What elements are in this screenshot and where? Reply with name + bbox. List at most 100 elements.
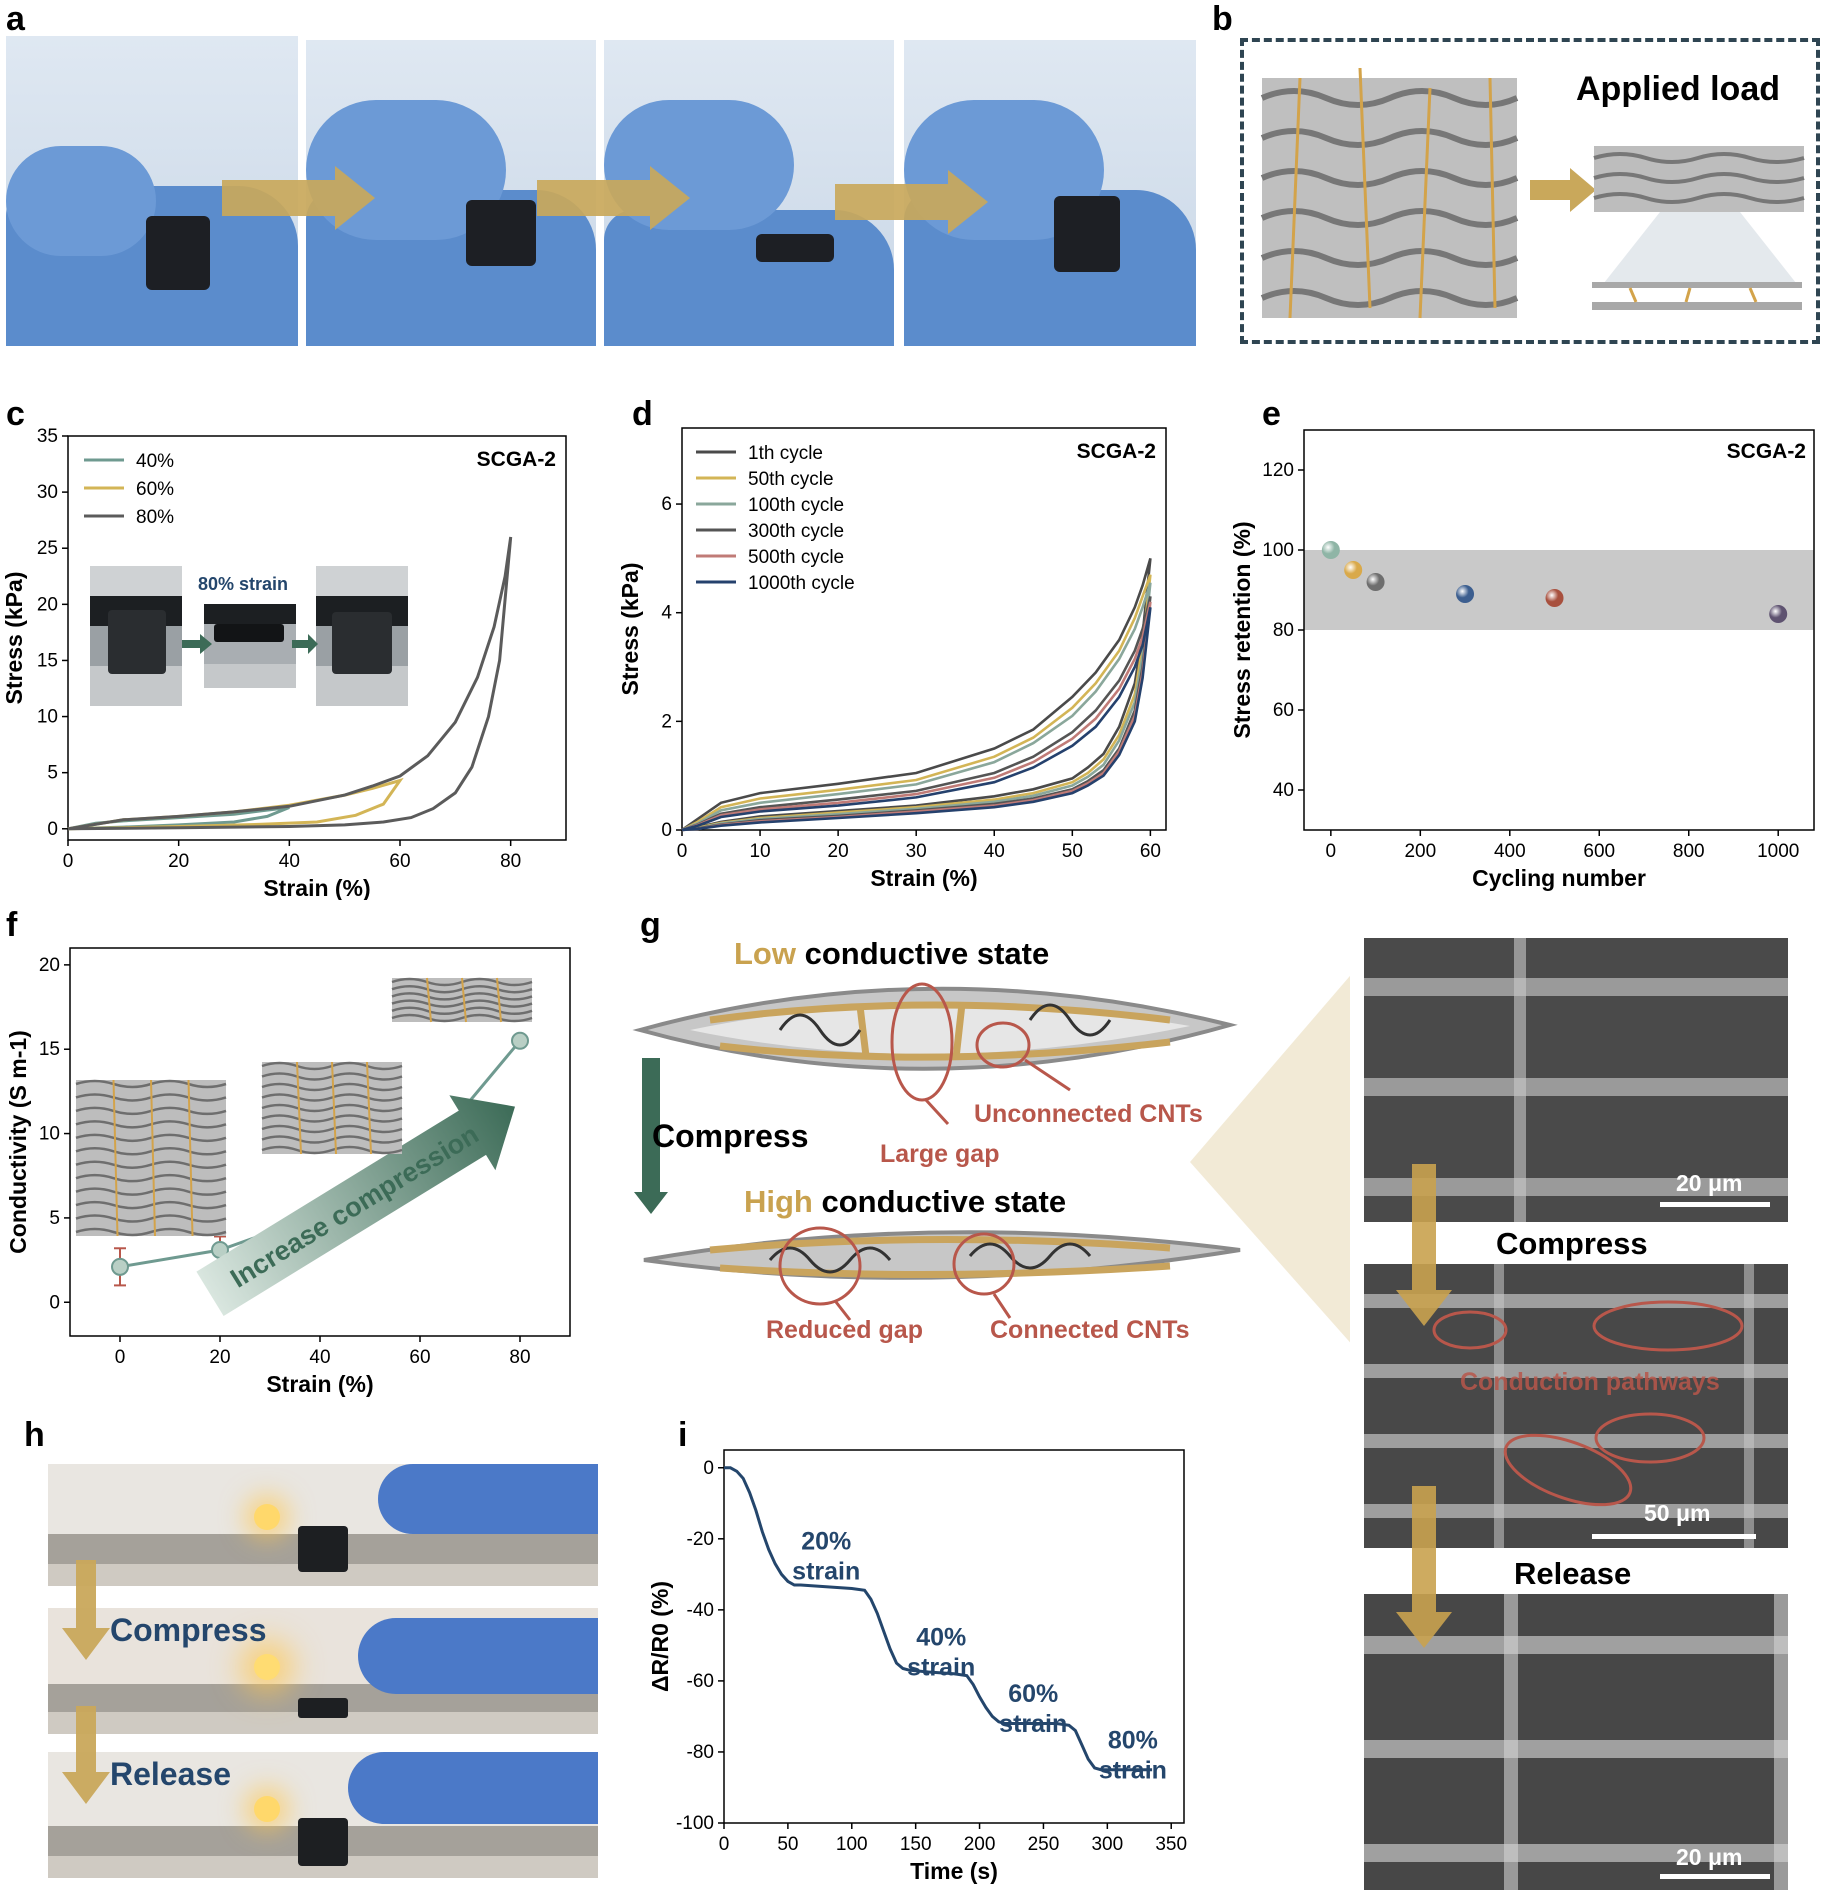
x-tick-label: 400 [1494, 841, 1526, 862]
high-word: High [744, 1184, 813, 1219]
reduced-gap-label: Reduced gap [766, 1316, 923, 1344]
stack-fiber [112, 1079, 119, 1237]
aerogel-stack-icon [261, 1061, 403, 1155]
sem-compress-label: Compress [1496, 1226, 1648, 1261]
stack-fiber [426, 977, 432, 1023]
x-tick-label: 20 [168, 851, 189, 872]
panel-label-b: b [1212, 0, 1233, 38]
high-conductive-structure [643, 1226, 1241, 1321]
y-tick-label: 15 [37, 650, 58, 671]
inset-strain-label: 80% strain [198, 574, 289, 594]
y-axis-label: Stress (kPa) [1, 572, 27, 705]
x-tick-label: 30 [906, 841, 927, 862]
legend-label: 80% [136, 507, 174, 528]
y-tick-label: 80 [1273, 620, 1294, 641]
panel-b-diagram [1260, 67, 1805, 319]
legend-label: 300th cycle [748, 521, 844, 542]
y-axis-label: Stress (kPa) [617, 563, 643, 696]
stack-layer [75, 1173, 227, 1183]
zoom-fan [1190, 975, 1350, 1343]
high-rest: conductive state [812, 1184, 1067, 1219]
chart-badge: SCGA-2 [1077, 440, 1156, 463]
x-tick-label: 50 [777, 1834, 798, 1855]
sem-release-label: Release [1514, 1556, 1632, 1591]
compressed-aerogel [1592, 146, 1805, 310]
sem-arrows [1396, 1164, 1452, 1648]
inset-photo-before [90, 566, 182, 706]
compress-label-h: Compress [110, 1612, 267, 1648]
chart-badge: SCGA-2 [477, 448, 556, 471]
compress-label-g: Compress [652, 1118, 809, 1154]
x-tick-label: 200 [1404, 841, 1436, 862]
panel-label-a: a [6, 0, 25, 38]
y-tick-label: 0 [661, 820, 672, 841]
stack-fiber [187, 1079, 194, 1237]
stack-layer [75, 1160, 227, 1169]
legend-label: 50th cycle [748, 469, 834, 490]
scale-bar-label-2: 50 μm [1644, 1500, 1711, 1526]
scatter-point [1456, 585, 1475, 603]
arrow-right-icon [182, 634, 212, 654]
y-tick-label: 2 [661, 711, 672, 732]
x-tick-label: 150 [900, 1834, 932, 1855]
strain-annotation: strain [1099, 1756, 1167, 1784]
inset-photo-compressed [204, 604, 296, 688]
x-tick-label: 80 [509, 1347, 530, 1368]
stack-fiber [461, 977, 467, 1023]
stack-layer [261, 1145, 403, 1155]
panel-g-diagram [632, 975, 1350, 1343]
strain-annotation: 20% [801, 1527, 851, 1555]
retention-band [1304, 550, 1814, 630]
stack-fiber [496, 977, 502, 1023]
high-state-title: High conductive state [744, 1184, 1066, 1220]
y-tick-label: 6 [661, 494, 672, 515]
y-axis-label: Conductivity (S m-1) [5, 1030, 31, 1254]
y-tick-label: 5 [47, 763, 58, 784]
stack-layer [391, 1006, 533, 1016]
stack-layer [261, 1124, 403, 1134]
y-tick-label: -80 [687, 1742, 714, 1763]
stack-layer [261, 1082, 403, 1092]
uncompressed-aerogel [1260, 67, 1519, 319]
y-tick-label: 40 [1273, 780, 1294, 801]
photo-h3 [48, 1752, 598, 1878]
panel-label-d: d [632, 395, 653, 433]
stack-layer [261, 1103, 403, 1113]
x-axis-label: Strain (%) [870, 865, 977, 891]
x-axis-label: Cycling number [1472, 865, 1646, 891]
stack-fiber [366, 1061, 372, 1155]
x-tick-label: 1000 [1757, 841, 1799, 862]
inset-arrows [182, 634, 318, 654]
large-gap-circle [890, 982, 954, 1102]
arrow-right-icon [537, 166, 690, 230]
chart-badge: SCGA-2 [1727, 440, 1806, 463]
scatter-point [1321, 541, 1340, 559]
release-label-h: Release [110, 1756, 231, 1792]
x-tick-label: 40 [984, 841, 1005, 862]
x-tick-label: 40 [279, 851, 300, 872]
panel-label-f: f [6, 906, 18, 944]
stack-layer [391, 992, 533, 1001]
applied-load-title: Applied load [1576, 70, 1780, 108]
x-tick-label: 0 [719, 1834, 730, 1855]
x-tick-label: 300 [1091, 1834, 1123, 1855]
legend-label: 1000th cycle [748, 573, 855, 594]
stack-layer [391, 984, 533, 994]
panel-label-c: c [6, 395, 25, 433]
y-tick-label: 120 [1262, 460, 1294, 481]
x-axis-label: Time (s) [910, 1858, 998, 1884]
x-tick-label: 10 [749, 841, 770, 862]
scale-bar-label-3: 20 μm [1676, 1844, 1743, 1870]
legend-label: 1th cycle [748, 443, 823, 464]
strain-annotation: strain [792, 1557, 860, 1585]
aerogel-stack-icon [391, 977, 533, 1023]
y-tick-label: 25 [37, 538, 58, 559]
arrow-right-icon [1530, 168, 1596, 212]
low-state-title: Low conductive state [734, 936, 1049, 972]
stack-layer [391, 999, 533, 1008]
arrow-down-icon [62, 1560, 110, 1660]
strain-annotation: strain [999, 1710, 1067, 1738]
scatter-point [1545, 589, 1564, 607]
stack-fiber [150, 1079, 156, 1237]
